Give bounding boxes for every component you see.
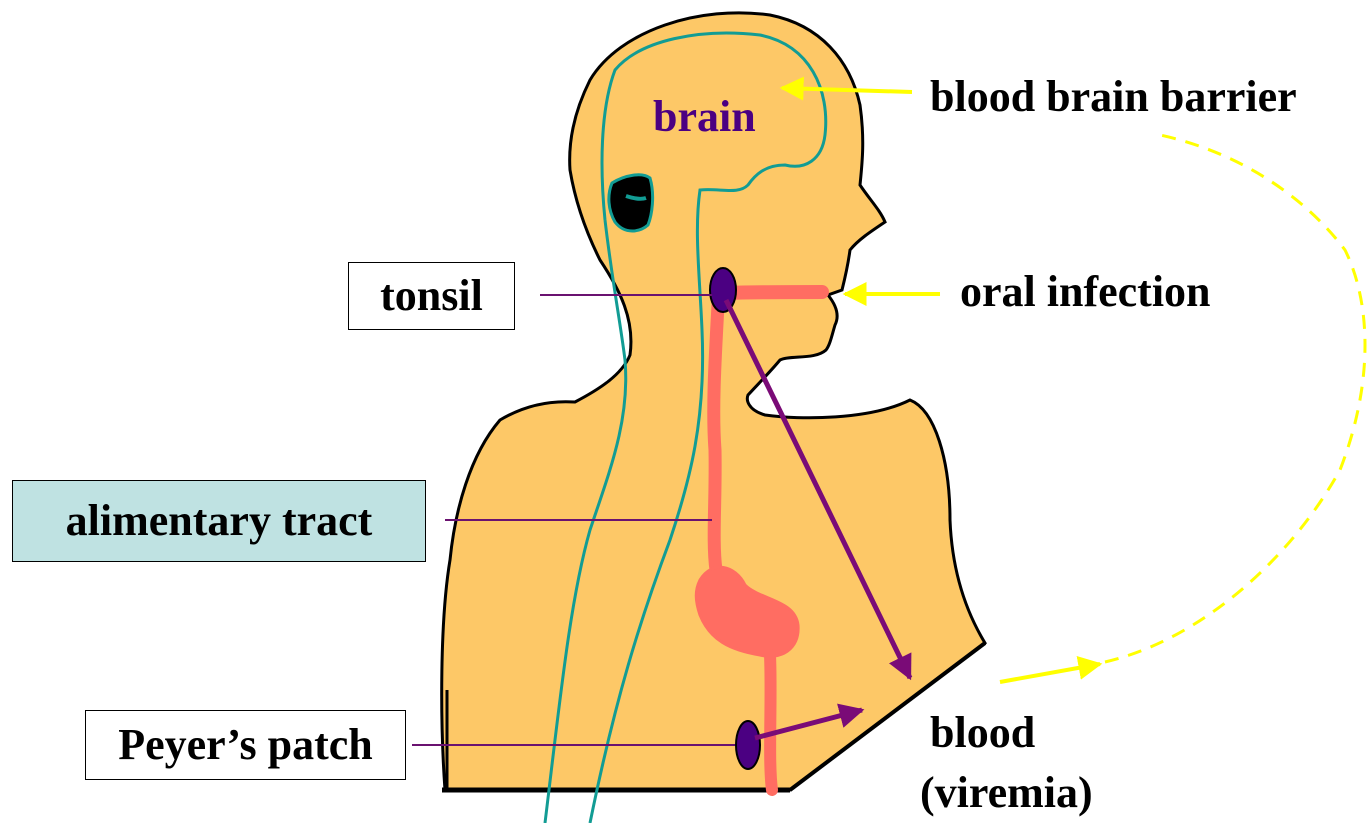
tonsil-box: tonsil — [348, 262, 515, 330]
alimentary-tract-box: alimentary tract — [12, 480, 426, 562]
blood-to-brain-dashed-route — [1105, 135, 1365, 662]
tonsil-marker — [710, 268, 736, 312]
brain-label: brain — [653, 92, 756, 143]
peyers-patch-box: Peyer’s patch — [85, 710, 406, 780]
mouth-to-throat-tube — [726, 292, 822, 293]
blood-brain-barrier-label: blood brain barrier — [930, 72, 1297, 123]
viremia-arrow — [1000, 664, 1100, 682]
oral-infection-label: oral infection — [960, 267, 1211, 318]
peyers-patch-marker — [736, 721, 760, 769]
intestine — [770, 655, 772, 790]
ear-icon — [609, 175, 653, 231]
viremia-label: (viremia) — [920, 768, 1093, 819]
blood-label: blood — [930, 708, 1035, 759]
tonsil-label: tonsil — [380, 271, 483, 322]
alimentary-tract-label: alimentary tract — [66, 496, 373, 547]
peyers-patch-label: Peyer’s patch — [118, 720, 373, 771]
esophagus — [714, 305, 718, 570]
